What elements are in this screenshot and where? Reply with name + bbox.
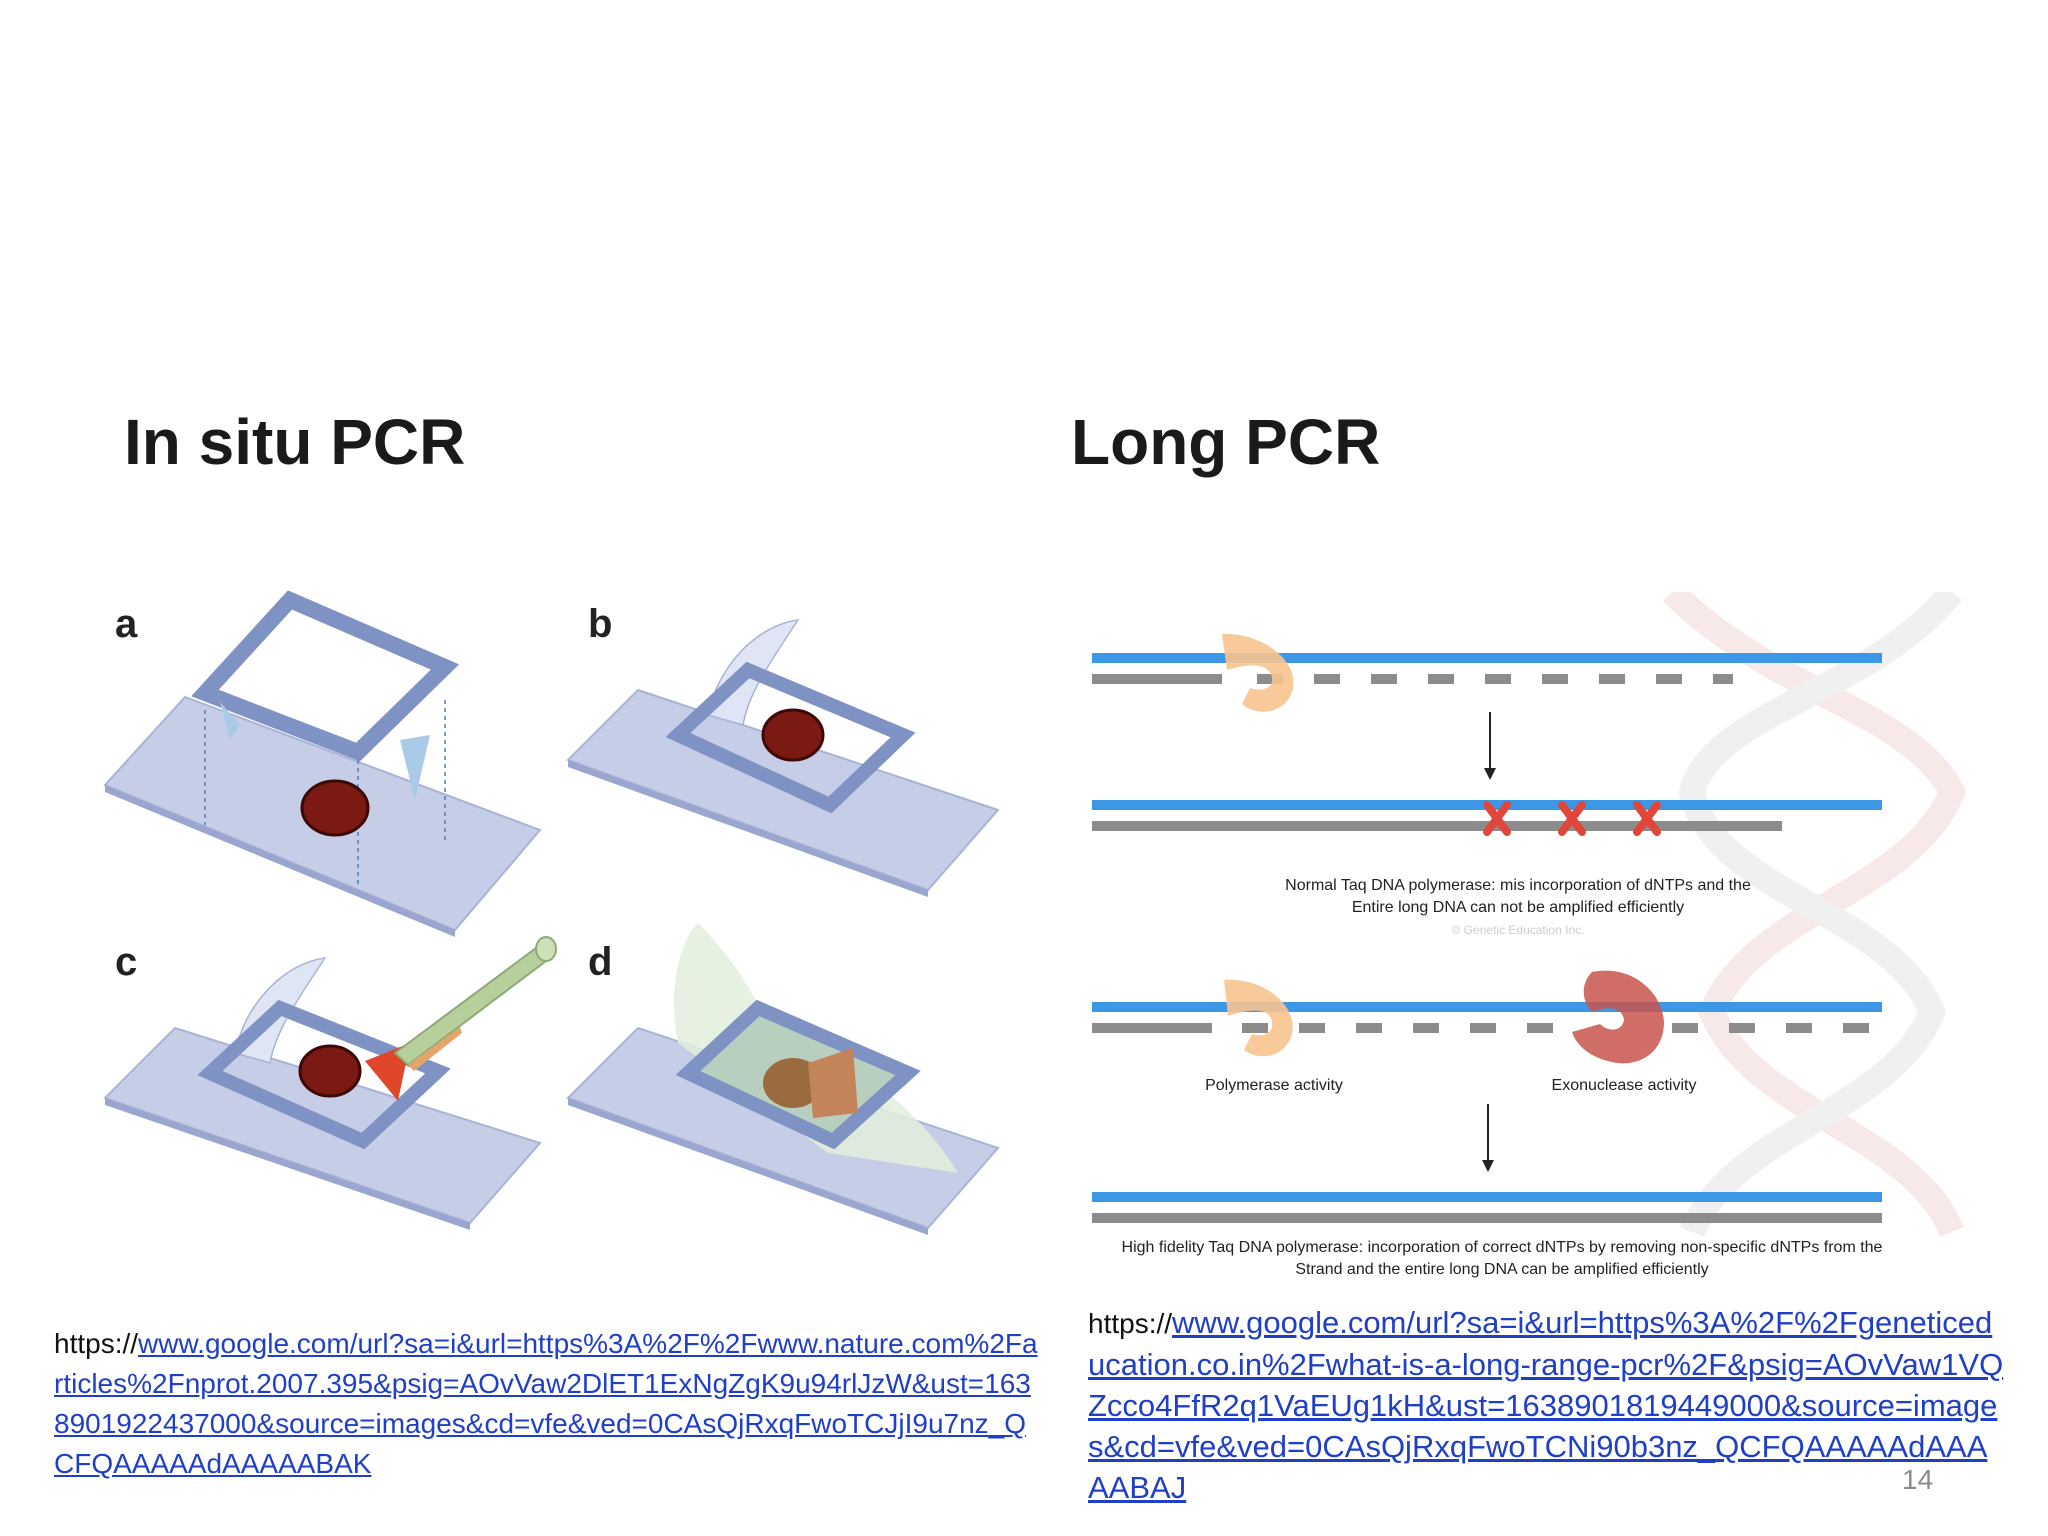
glass-slide bbox=[566, 1026, 1000, 1230]
source-url-link[interactable]: www.google.com/url?sa=i&url=https%3A%2F%… bbox=[1088, 1305, 2004, 1505]
template-strand bbox=[1092, 1192, 1882, 1202]
long-pcr-illustration: Normal Taq DNA polymerase: mis incorpora… bbox=[1092, 582, 1967, 1278]
watermark-text: © Genetic Education Inc. bbox=[1452, 923, 1585, 937]
caption-normal-line2: Entire long DNA can not be amplified eff… bbox=[1352, 899, 1684, 916]
link-prefix: https:// bbox=[54, 1328, 139, 1359]
tissue-sample bbox=[300, 779, 370, 837]
source-link-left: https://www.google.com/url?sa=i&url=http… bbox=[54, 1324, 1044, 1484]
title-long-pcr: Long PCR bbox=[1071, 406, 1381, 478]
exonuclease-enzyme bbox=[1572, 970, 1664, 1064]
new-strand-dashed bbox=[1092, 674, 1733, 684]
caption-hifi-line1: High fidelity Taq DNA polymerase: incorp… bbox=[1122, 1239, 1883, 1256]
label-exonuclease: Exonuclease activity bbox=[1552, 1077, 1697, 1094]
in-situ-pcr-illustration: a b c bbox=[103, 590, 1000, 1235]
panel-c: c bbox=[103, 936, 557, 1230]
new-strand-dashed bbox=[1092, 1023, 1869, 1033]
in-situ-pcr-figure: a b c bbox=[90, 585, 1050, 1295]
source-link-right: https://www.google.com/url?sa=i&url=http… bbox=[1088, 1302, 2008, 1508]
tissue-sample bbox=[763, 1058, 823, 1108]
title-in-situ-pcr: In situ PCR bbox=[124, 406, 466, 478]
template-strand bbox=[1092, 653, 1882, 663]
panel-label-d: d bbox=[588, 940, 612, 984]
down-arrow-icon bbox=[220, 702, 240, 740]
panel-d: d bbox=[566, 923, 1000, 1235]
new-strand-complete bbox=[1092, 1213, 1882, 1223]
source-url-link[interactable]: www.google.com/url?sa=i&url=https%3A%2F%… bbox=[54, 1328, 1038, 1479]
polymerase-enzyme bbox=[1222, 633, 1294, 712]
long-pcr-figure: Normal Taq DNA polymerase: mis incorpora… bbox=[1052, 582, 1972, 1292]
tissue-sample bbox=[298, 1044, 362, 1098]
panel-label-a: a bbox=[115, 602, 138, 646]
panel-label-b: b bbox=[588, 602, 612, 646]
panel-a: a bbox=[103, 590, 542, 937]
pipette-icon bbox=[393, 943, 552, 1067]
new-strand bbox=[1092, 821, 1782, 831]
dna-helix-watermark bbox=[1662, 582, 1967, 1238]
panel-b: b bbox=[566, 602, 1000, 897]
panel-label-c: c bbox=[115, 940, 137, 984]
cover-frame bbox=[665, 661, 916, 814]
error-marks bbox=[1483, 801, 1661, 836]
link-prefix: https:// bbox=[1088, 1308, 1173, 1339]
down-arrow-icon bbox=[400, 735, 430, 800]
slide-number: 14 bbox=[1902, 1464, 1934, 1495]
cover-frame bbox=[191, 590, 460, 762]
polymerase-enzyme bbox=[1224, 979, 1293, 1057]
arrow-down-icon bbox=[1482, 1160, 1494, 1172]
slide-edge bbox=[105, 785, 455, 937]
cover-frame bbox=[197, 999, 451, 1150]
tissue-sample bbox=[761, 708, 825, 762]
caption-normal-line1: Normal Taq DNA polymerase: mis incorpora… bbox=[1285, 877, 1751, 894]
label-polymerase: Polymerase activity bbox=[1205, 1077, 1343, 1094]
caption-hifi-line2: Strand and the entire long DNA can be am… bbox=[1295, 1261, 1708, 1278]
template-strand bbox=[1092, 1002, 1882, 1012]
arrow-down-icon bbox=[1484, 768, 1496, 780]
